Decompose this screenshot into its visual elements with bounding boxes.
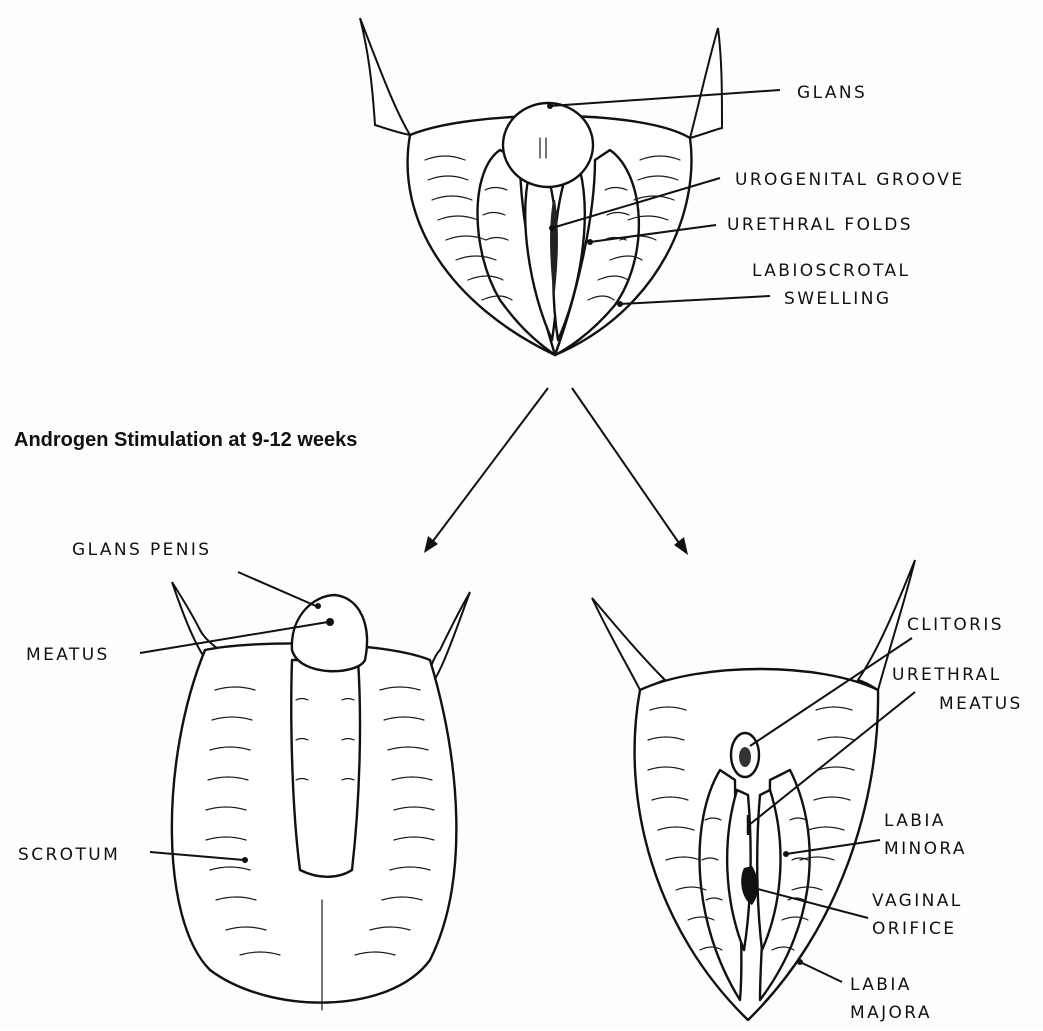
labioscrotal-leader (620, 296, 770, 304)
indifferent-stage-illustration (360, 18, 722, 355)
left-thigh-fold (360, 18, 410, 135)
arrow-to-female-line (572, 388, 681, 546)
penile-shaft (291, 660, 360, 877)
glans-penis-pointer-dot (315, 603, 321, 609)
labia-majora-leader (800, 962, 842, 982)
label-meatus-female: MEATUS (939, 694, 1023, 714)
label-scrotum: SCROTUM (18, 845, 120, 865)
label-urethral: URETHRAL (892, 665, 1002, 685)
label-labia-minora-2: MINORA (884, 839, 967, 859)
label-orifice: ORIFICE (872, 919, 956, 939)
label-labia-majora-2: MAJORA (850, 1003, 932, 1023)
arrow-to-male-line (430, 388, 548, 545)
label-labia-majora-1: LABIA (850, 975, 912, 995)
label-labia-minora-1: LABIA (884, 811, 946, 831)
glans-penis-leader (238, 572, 316, 606)
label-swelling: SWELLING (784, 289, 891, 309)
right-thigh-fold (690, 28, 722, 138)
female-left-thigh-fold (592, 598, 665, 690)
labia-majora-pointer-dot (797, 959, 803, 965)
label-vaginal: VAGINAL (872, 891, 963, 911)
glans-shape (503, 103, 593, 187)
glans-penis-shape (292, 595, 367, 671)
label-glans: GLANS (797, 83, 867, 103)
label-urethral-folds: URETHRAL FOLDS (727, 215, 913, 235)
scrotum-pointer-dot (242, 857, 248, 863)
arrows (424, 388, 688, 555)
caption-androgen-stimulation: Androgen Stimulation at 9-12 weeks (14, 429, 357, 451)
label-urogenital-groove: UROGENITAL GROOVE (735, 170, 964, 190)
glans-leader (550, 90, 780, 106)
label-glans-penis: GLANS PENIS (72, 540, 212, 560)
label-clitoris: CLITORIS (907, 615, 1004, 635)
labia-minora-pointer-dot (783, 851, 789, 857)
label-meatus: MEATUS (26, 645, 110, 665)
clitoris-inner (739, 747, 751, 767)
label-labioscrotal: LABIOSCROTAL (752, 261, 910, 281)
male-illustration (172, 582, 470, 1010)
female-illustration (592, 560, 915, 1020)
